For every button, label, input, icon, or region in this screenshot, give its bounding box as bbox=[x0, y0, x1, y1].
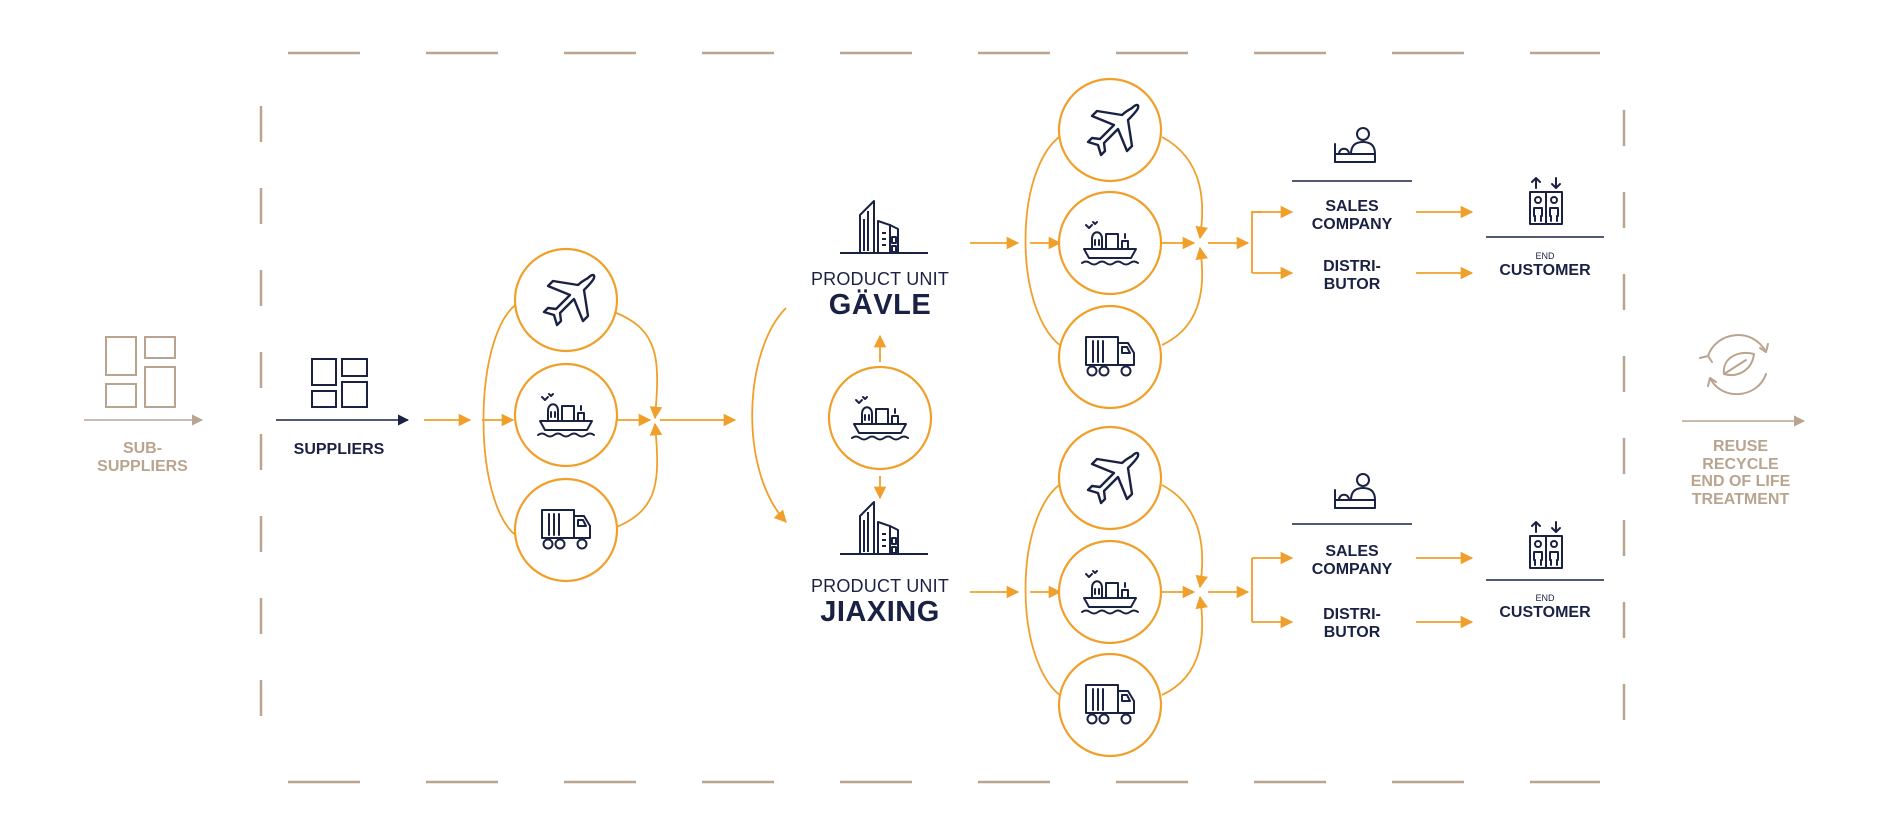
sub-suppliers-line-1: SUB- bbox=[122, 440, 163, 457]
distributor-line-1: DISTRI- bbox=[1323, 606, 1381, 623]
transport-group-gavle bbox=[1057, 77, 1163, 410]
sales-line-1: SALES bbox=[1325, 543, 1379, 560]
eol-line-1: REUSE bbox=[1712, 438, 1769, 455]
suppliers-label: SUPPLIERS bbox=[276, 441, 402, 459]
distributor-lower: DISTRI- BUTOR bbox=[1292, 606, 1412, 641]
eol-line-3: END OF LIFE bbox=[1690, 473, 1791, 491]
eol-line-2: RECYCLE bbox=[1702, 455, 1779, 473]
dashed-boundary bbox=[259, 51, 1626, 784]
end-small-label: END bbox=[1535, 593, 1555, 603]
end-of-life-label: REUSE RECYCLE END OF LIFE TREATMENT bbox=[1668, 438, 1813, 508]
recycle-leaf-icon bbox=[1699, 334, 1769, 396]
jiaxing-name: JIAXING bbox=[820, 595, 940, 628]
sales-line-2: COMPANY bbox=[1311, 215, 1393, 233]
flow-arrows bbox=[424, 129, 1474, 703]
distributor-line-2: BUTOR bbox=[1323, 623, 1381, 641]
sales-line-2: COMPANY bbox=[1311, 560, 1393, 578]
elevator-icon bbox=[1529, 177, 1563, 225]
distributor-line-1: DISTRI- bbox=[1323, 258, 1381, 275]
end-customer-upper: END CUSTOMER bbox=[1486, 251, 1604, 279]
product-unit-prefix: PRODUCT UNIT bbox=[810, 576, 950, 596]
sub-suppliers-label: SUB- SUPPLIERS bbox=[80, 440, 205, 475]
sub-suppliers-line-2: SUPPLIERS bbox=[97, 457, 188, 475]
customer-label: CUSTOMER bbox=[1499, 261, 1591, 279]
sales-line-1: SALES bbox=[1325, 198, 1379, 215]
factory-icon-gavle bbox=[839, 200, 929, 254]
salesperson-icon bbox=[1334, 473, 1376, 509]
sub-suppliers-boxes-icon bbox=[105, 336, 176, 408]
end-customer-lower: END CUSTOMER bbox=[1486, 593, 1604, 621]
suppliers-boxes-icon bbox=[311, 358, 368, 408]
suppliers-text: SUPPLIERS bbox=[293, 441, 385, 458]
salesperson-icon bbox=[1334, 127, 1376, 163]
distributor-upper: DISTRI- BUTOR bbox=[1292, 258, 1412, 293]
elevator-icon bbox=[1529, 521, 1563, 569]
central-ship-node bbox=[827, 365, 933, 471]
sales-company-upper: SALES COMPANY bbox=[1292, 198, 1412, 233]
sales-company-lower: SALES COMPANY bbox=[1292, 543, 1412, 578]
transport-group-jiaxing bbox=[1057, 425, 1163, 758]
eol-line-4: TREATMENT bbox=[1691, 490, 1790, 508]
distributor-line-2: BUTOR bbox=[1323, 275, 1381, 293]
gavle-name: GÄVLE bbox=[828, 288, 932, 321]
transport-group-suppliers bbox=[513, 247, 619, 583]
product-unit-jiaxing-label: PRODUCT UNIT JIAXING bbox=[790, 576, 970, 629]
product-unit-gavle-label: PRODUCT UNIT GÄVLE bbox=[790, 269, 970, 322]
end-small-label: END bbox=[1535, 251, 1555, 261]
customer-label: CUSTOMER bbox=[1499, 603, 1591, 621]
factory-icon-jiaxing bbox=[839, 501, 929, 555]
product-unit-prefix: PRODUCT UNIT bbox=[810, 269, 950, 289]
